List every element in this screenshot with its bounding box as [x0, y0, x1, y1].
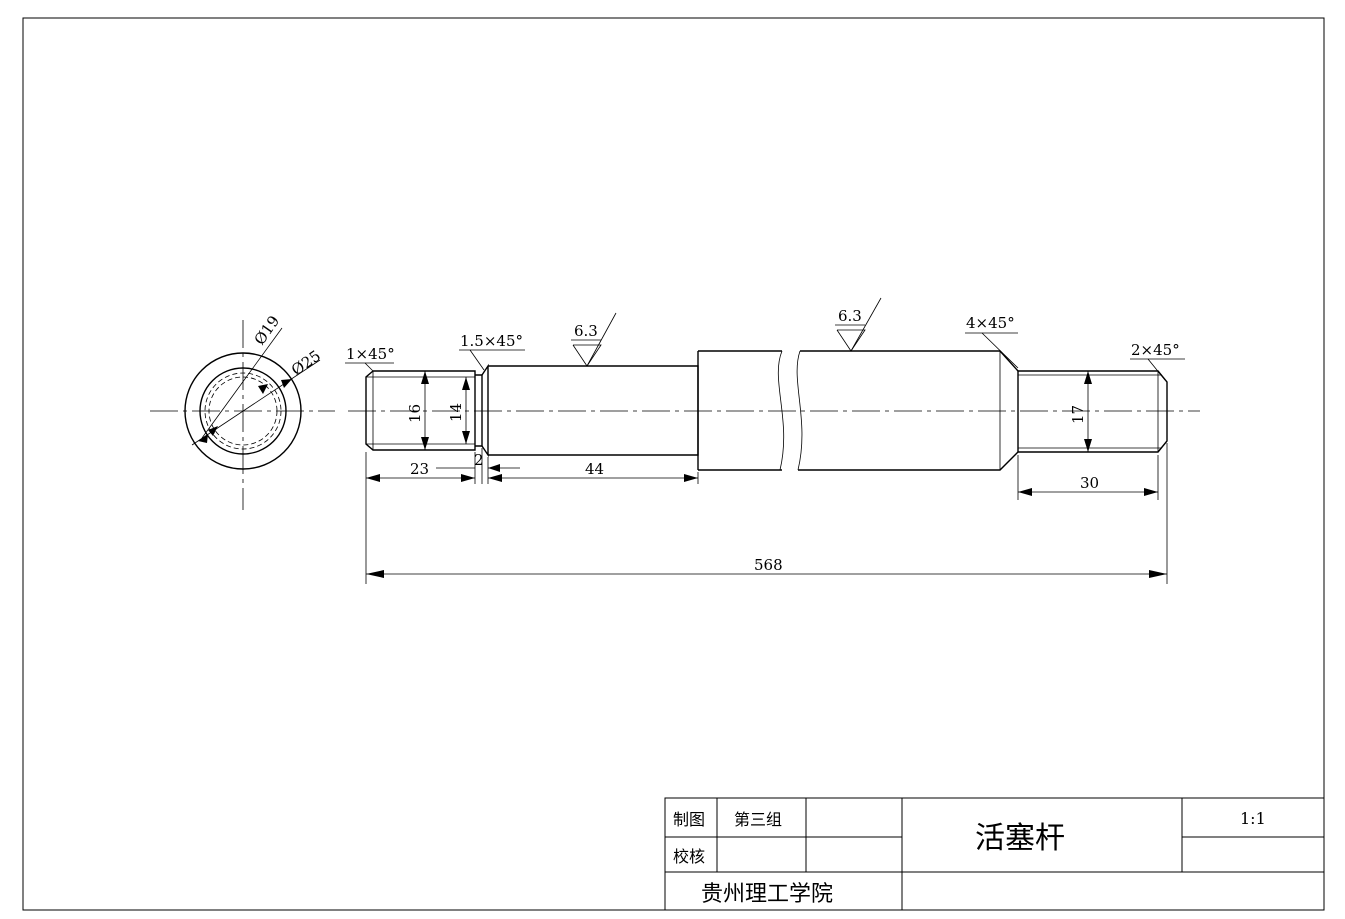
break-line-left [777, 350, 785, 471]
drawn-by-value: 第三组 [734, 810, 782, 829]
outer-circle [184, 352, 302, 470]
roughness-symbol-2: 6.3 [835, 297, 882, 352]
inner-circle [199, 367, 287, 455]
step-chamfer [481, 363, 489, 458]
checked-label: 校核 [673, 847, 705, 866]
thread-circle-1 [204, 372, 282, 450]
main-section [488, 365, 699, 456]
roughness-symbol-1: 6.3 [571, 312, 617, 367]
d25-label: Ø25 [288, 347, 324, 380]
dim-17-label: 17 [1069, 405, 1087, 424]
drawn-by-label: 制图 [673, 810, 705, 829]
chamfer-right-leader [1147, 358, 1166, 381]
chamfer-left-leader [364, 362, 374, 372]
roughness-2-label: 6.3 [838, 307, 862, 325]
end-view: Ø19 Ø25 [150, 312, 335, 510]
title-block: 制图 第三组 校核 活塞杆 1:1 贵州理工学院 [664, 797, 1325, 911]
chamfer-step-label: 1.5×45° [460, 332, 523, 350]
side-view: 1×45° 1.5×45° 4×45° 2×45° 6.3 6.3 16 [345, 297, 1200, 584]
d19-label: Ø19 [251, 312, 284, 348]
chamfer-right-label: 2×45° [1131, 341, 1180, 359]
part-name: 活塞杆 [975, 821, 1065, 856]
dim-16-label: 16 [406, 404, 424, 423]
chamfer-step-leader [469, 349, 485, 371]
dim-568-label: 568 [754, 556, 783, 574]
dim-44-label: 44 [585, 460, 604, 478]
chamfer-shoulder-leader [981, 332, 1019, 369]
scale-value: 1:1 [1240, 809, 1266, 828]
right-thread-section [1018, 370, 1168, 453]
dim-30-label: 30 [1080, 474, 1099, 492]
break-line-right [796, 350, 803, 471]
d25-arrow-1 [198, 434, 208, 443]
dim-14-label: 14 [447, 403, 465, 422]
dim-23-label: 23 [410, 460, 429, 478]
groove [475, 374, 483, 447]
chamfer-left-label: 1×45° [346, 345, 395, 363]
d25-arrow-2 [281, 379, 292, 388]
thread-circle-2 [208, 376, 278, 446]
d19-leader [201, 327, 283, 439]
roughness-1-label: 6.3 [574, 322, 598, 340]
body-bottom-right [798, 451, 1019, 471]
school-name: 贵州理工学院 [701, 882, 833, 907]
body-top-right [800, 350, 1019, 372]
d19-arrow-2 [258, 384, 268, 394]
d19-arrow-1 [208, 426, 218, 436]
chamfer-shoulder-label: 4×45° [966, 314, 1015, 332]
dim-2-label: 2 [474, 451, 484, 469]
